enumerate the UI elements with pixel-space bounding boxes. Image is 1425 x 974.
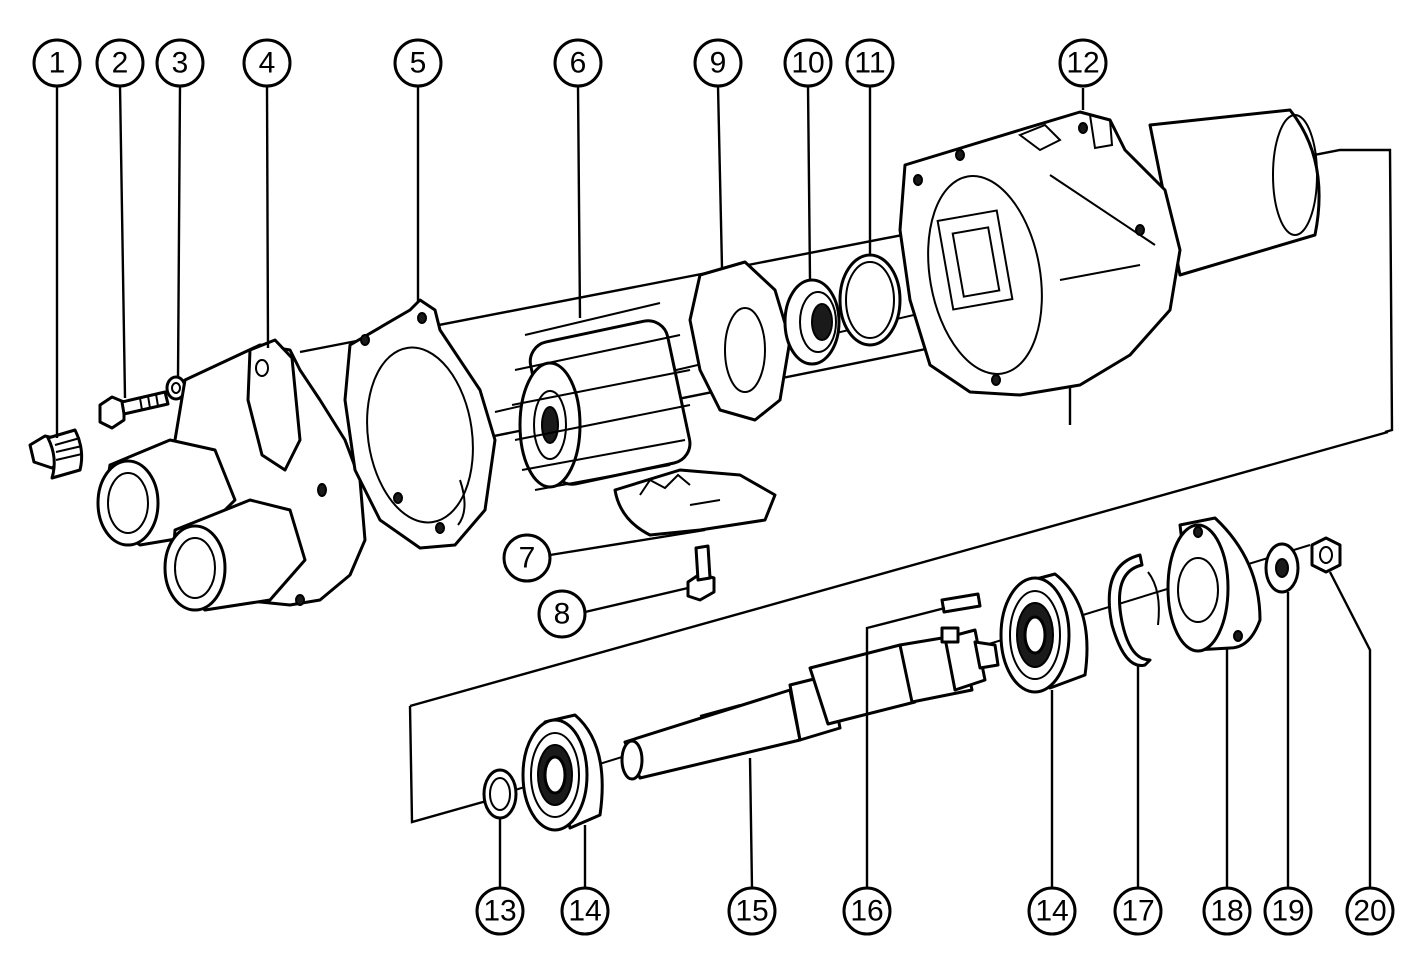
- part-11-o-ring: [838, 253, 902, 347]
- part-1-drain-plug: [28, 428, 84, 480]
- callout-3: 3: [155, 38, 205, 88]
- part-14-bearing-left: [521, 713, 604, 832]
- callout-2: 2: [95, 38, 145, 88]
- callout-label: 19: [1271, 895, 1304, 928]
- part-8-screw: [686, 544, 716, 602]
- callout-label: 10: [791, 47, 824, 80]
- callout-label: 4: [259, 47, 276, 80]
- callout-label: 8: [554, 598, 571, 631]
- part-18-bearing-cover: [1166, 516, 1262, 653]
- callout-label: 5: [410, 47, 427, 80]
- part-20-nut: [1310, 536, 1342, 574]
- callout-label: 13: [483, 895, 516, 928]
- callout-8: 8: [537, 589, 587, 639]
- callout-label: 11: [854, 47, 885, 80]
- part-15-shaft: [620, 626, 1000, 781]
- lower-guide-line: [409, 430, 1389, 708]
- callout-label: 20: [1353, 895, 1386, 928]
- callout-label: 3: [172, 47, 189, 80]
- callout-label: 14: [568, 895, 601, 928]
- callout-label: 15: [735, 895, 768, 928]
- callout-1: 1: [32, 38, 82, 88]
- part-17-retaining-ring: [1107, 553, 1160, 667]
- callout-20: 20: [1345, 886, 1395, 936]
- callout-label: 18: [1210, 895, 1243, 928]
- callout-label: 1: [49, 47, 66, 80]
- callout-16: 16: [842, 886, 892, 936]
- callout-9: 9: [693, 38, 743, 88]
- part-4-end-cover: [96, 338, 367, 612]
- callout-14-right: 14: [1027, 886, 1077, 936]
- callout-label: 12: [1066, 47, 1099, 80]
- callout-18: 18: [1202, 886, 1252, 936]
- callout-11: 11: [845, 38, 895, 88]
- part-2-bolt: [98, 390, 170, 430]
- part-6-impeller: [511, 302, 692, 491]
- callout-10: 10: [783, 38, 833, 88]
- part-14-bearing-right: [999, 572, 1089, 694]
- part-16-key: [940, 592, 982, 614]
- part-13-circlip: [482, 768, 518, 820]
- part-19-washer: [1264, 542, 1300, 594]
- part-9-wear-plate: [688, 260, 792, 422]
- callout-19: 19: [1263, 886, 1313, 936]
- lower-left-guide: [408, 705, 491, 824]
- leader-lines: [55, 85, 1372, 889]
- callout-label: 7: [519, 542, 536, 575]
- callout-14-left: 14: [560, 886, 610, 936]
- callout-6: 6: [553, 38, 603, 88]
- part-7-cam-plate: [613, 468, 777, 537]
- callout-label: 6: [570, 47, 587, 80]
- callout-17: 17: [1113, 886, 1163, 936]
- callout-label: 2: [112, 47, 129, 80]
- callout-5: 5: [393, 38, 443, 88]
- callout-label: 17: [1121, 895, 1154, 928]
- callout-7: 7: [502, 533, 552, 583]
- callout-15: 15: [727, 886, 777, 936]
- callout-label: 16: [850, 895, 883, 928]
- callout-4: 4: [242, 38, 292, 88]
- callout-label: 14: [1035, 895, 1068, 928]
- part-5-gasket: [343, 298, 497, 550]
- callout-label: 9: [710, 47, 727, 80]
- callout-13: 13: [475, 886, 525, 936]
- part-10-seal: [783, 278, 841, 366]
- callout-12: 12: [1058, 38, 1108, 88]
- part-12-pump-housing: [898, 108, 1321, 397]
